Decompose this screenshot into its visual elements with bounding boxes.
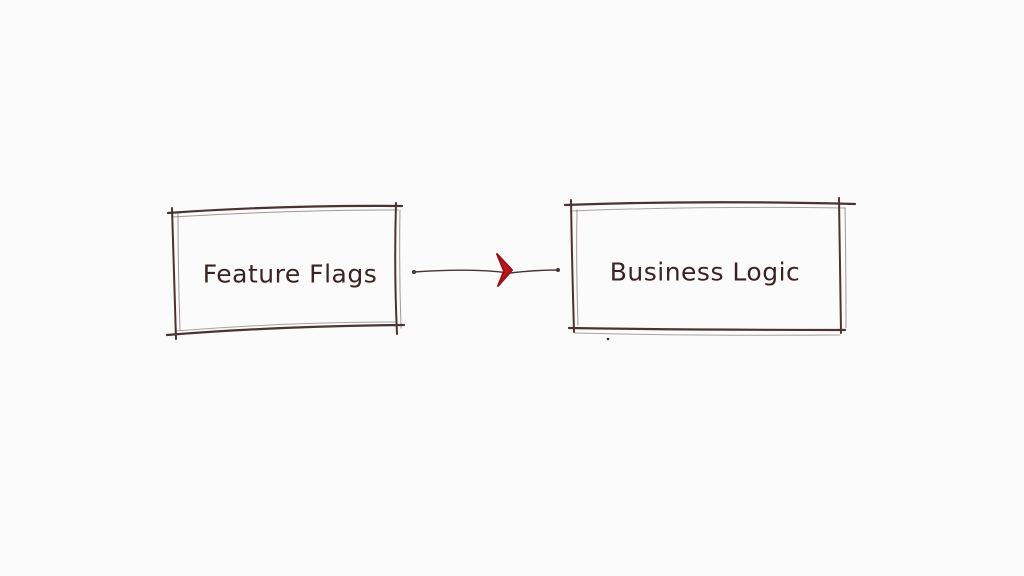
node-label-business-logic: Business Logic [609,257,801,287]
edge-end-dot [556,268,560,272]
node-label-feature-flags: Feature Flags [202,259,378,289]
edge-start-dot [412,270,416,274]
arrowhead-icon [496,253,513,287]
node-box-feature-flags [165,202,406,340]
edge-feature-flags-to-business-logic [412,253,560,287]
node-box-business-logic [563,197,857,336]
stray-dot [606,337,610,341]
